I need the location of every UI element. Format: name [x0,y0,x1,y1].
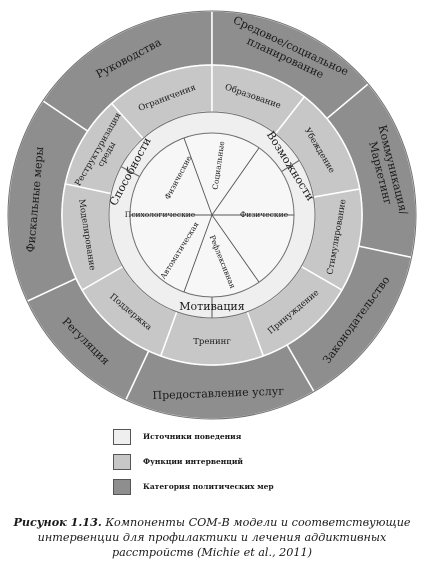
legend-swatch-policy [113,478,131,495]
caption-prefix: Рисунок 1.13. [13,515,102,529]
caption-text: Компоненты COM-B модели и соответствующи… [37,516,411,559]
legend: Источники поведения Функции интервенций … [113,426,413,501]
core-divider [281,159,300,173]
legend-label-functions: Функции интервенций [143,457,243,466]
core-spoke [211,214,260,283]
policy-label: Предоставление услуг [152,385,284,403]
core-spoke [183,214,213,293]
core-spoke [183,137,213,216]
legend-label-policy: Категория политических мер [143,482,274,491]
legend-item-sources: Источники поведения [113,426,413,447]
legend-label-sources: Источники поведения [143,432,242,441]
legend-item-policy: Категория политических мер [113,476,413,497]
motivation-label: Мотивация [179,300,244,313]
psychological-label: Психологические [125,210,196,219]
legend-swatch-sources [113,428,131,445]
figure-caption: Рисунок 1.13. Компоненты COM-B модели и … [8,515,416,560]
legend-swatch-functions [113,453,131,470]
outer-rim [7,10,417,420]
function-label: Тренинг [193,337,231,347]
core-spoke [211,147,260,216]
physical-opportunity-label: Физические [240,210,289,219]
core-divider [120,166,140,178]
legend-item-functions: Функции интервенций [113,451,413,472]
